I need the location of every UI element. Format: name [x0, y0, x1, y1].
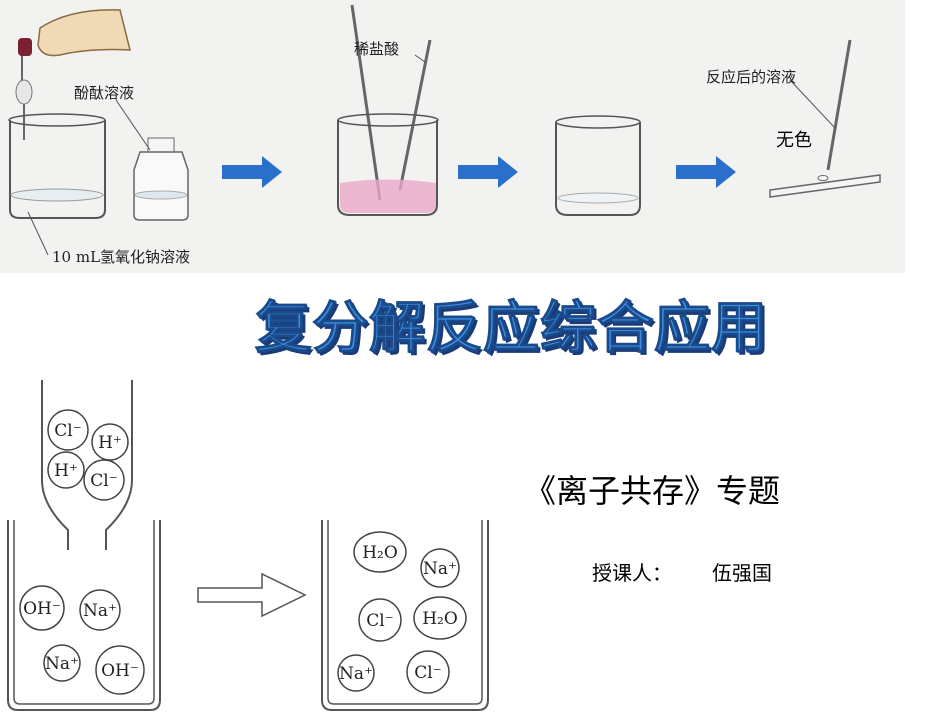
ion-funnel-0: Cl⁻	[47, 409, 89, 451]
hand-dropper	[15, 9, 131, 140]
svg-text:Na⁺: Na⁺	[423, 559, 457, 579]
svg-text:H₂O: H₂O	[362, 543, 398, 563]
beaker-naoh	[8, 113, 106, 256]
ion-before-2: Na⁺	[43, 644, 81, 682]
ion-funnel-1: H⁺	[91, 423, 129, 461]
label-indicator: 酚酞溶液	[74, 84, 135, 102]
presenter-name: 伍强国	[712, 561, 772, 585]
glass-slide	[769, 39, 881, 198]
label-after-reaction: 反应后的溶液	[706, 68, 797, 86]
experiment-illustration: 酚酞溶液 10 mL氢氧化钠溶液 稀盐酸 反应后的溶液	[0, 0, 905, 273]
ion-drawing: Cl⁻ H⁺ H⁺ Cl⁻ OH⁻ Na⁺ Na⁺ OH⁻ H₂O Na⁺ Cl…	[7, 380, 489, 711]
ion-funnel-2: H⁺	[47, 451, 85, 489]
ion-after-4: Na⁺	[337, 654, 375, 692]
experiment-drawing	[8, 4, 881, 256]
presenter-label: 授课人：	[592, 561, 672, 585]
after-ions: H₂O Na⁺ Cl⁻ H₂O Na⁺ Cl⁻	[337, 531, 467, 694]
svg-text:Cl⁻: Cl⁻	[366, 611, 393, 631]
beaker-reaction	[337, 4, 439, 216]
ion-funnel-3: Cl⁻	[83, 459, 125, 501]
slide-subtitle: 《离子共存》专题	[524, 472, 781, 510]
ion-after-1: Na⁺	[420, 548, 460, 588]
label-colorless: 无色	[776, 130, 812, 151]
label-hcl: 稀盐酸	[354, 40, 400, 58]
svg-text:Na⁺: Na⁺	[45, 654, 79, 674]
svg-text:H⁺: H⁺	[54, 461, 78, 481]
ion-after-2: Cl⁻	[358, 598, 402, 642]
presenter-line: 授课人： 伍强国	[592, 557, 772, 586]
ion-before-0: OH⁻	[19, 585, 65, 631]
ion-before-1: Na⁺	[79, 589, 121, 631]
ion-after-3: H₂O	[413, 596, 467, 640]
label-naoh: 10 mL氢氧化钠溶液	[52, 248, 191, 266]
funnel-ions: Cl⁻ H⁺ H⁺ Cl⁻	[47, 409, 129, 501]
before-ions: OH⁻ Na⁺ Na⁺ OH⁻	[19, 585, 145, 695]
ion-diagram: Cl⁻ H⁺ H⁺ Cl⁻ OH⁻ Na⁺ Na⁺ OH⁻ H₂O Na⁺ Cl…	[0, 380, 500, 713]
svg-text:OH⁻: OH⁻	[23, 599, 61, 619]
svg-text:H₂O: H₂O	[422, 609, 458, 629]
svg-text:Cl⁻: Cl⁻	[90, 471, 117, 491]
ion-after-0: H₂O	[353, 531, 407, 573]
svg-text:Cl⁻: Cl⁻	[54, 421, 81, 441]
indicator-bottle	[115, 99, 189, 221]
beaker-after	[555, 115, 641, 216]
svg-text:Cl⁻: Cl⁻	[414, 663, 441, 683]
svg-text:Na⁺: Na⁺	[339, 664, 373, 684]
svg-text:OH⁻: OH⁻	[101, 661, 139, 681]
svg-text:H⁺: H⁺	[98, 433, 122, 453]
ion-after-5: Cl⁻	[406, 650, 450, 694]
slide-title: 复分解反应综合应用	[255, 296, 768, 362]
ion-before-3: OH⁻	[95, 645, 145, 695]
svg-text:Na⁺: Na⁺	[83, 601, 117, 621]
